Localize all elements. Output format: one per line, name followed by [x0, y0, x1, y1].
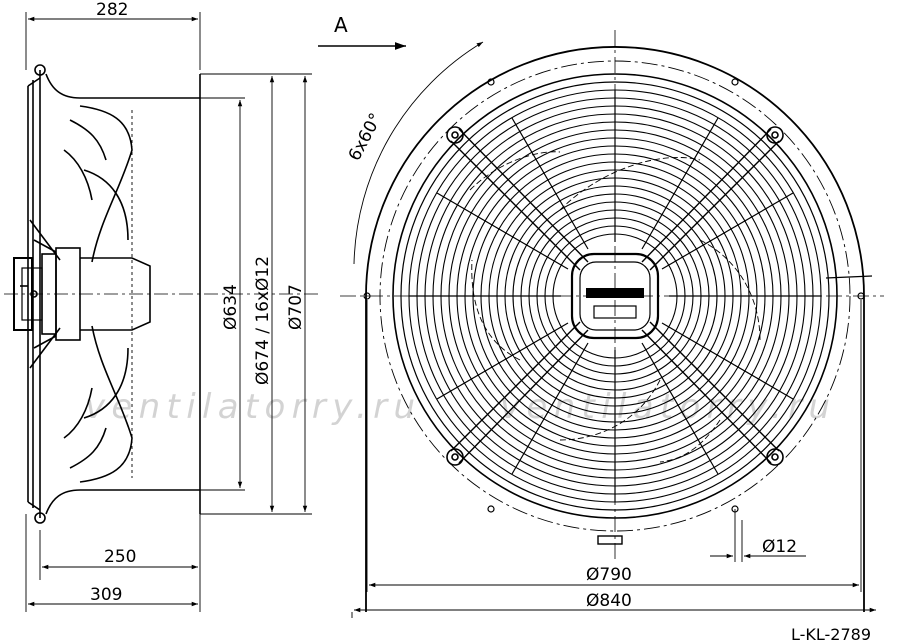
side-view [4, 64, 320, 524]
dim-674-label: Ø674 / 16xØ12 [253, 256, 273, 385]
drawing-number: L-KL-2789 [791, 625, 871, 644]
dim-309-label: 309 [90, 585, 122, 605]
front-view [340, 30, 884, 612]
support-struts [450, 128, 780, 464]
side-dimensions [25, 12, 308, 612]
mounting-holes [363, 78, 865, 513]
impeller-blades [469, 151, 761, 463]
watermark-right: ventilatorry.ru [500, 387, 830, 427]
strut-mount-eyes [446, 126, 784, 466]
dim-634-label: Ø634 [221, 284, 241, 330]
angle-label: 6x60° [345, 110, 387, 164]
view-a-arrow: A [318, 13, 406, 50]
watermark-left: ventilatorry.ru [85, 387, 415, 427]
view-a-label: A [334, 13, 348, 37]
dim-707-label: Ø707 [286, 284, 306, 330]
dim-790-label: Ø790 [586, 565, 632, 585]
dim-250-label: 250 [104, 547, 136, 567]
dim-282-label: 282 [96, 0, 128, 20]
front-dimensions [351, 41, 876, 618]
dim-840-label: Ø840 [586, 591, 632, 611]
hole-12-label: Ø12 [762, 537, 797, 557]
